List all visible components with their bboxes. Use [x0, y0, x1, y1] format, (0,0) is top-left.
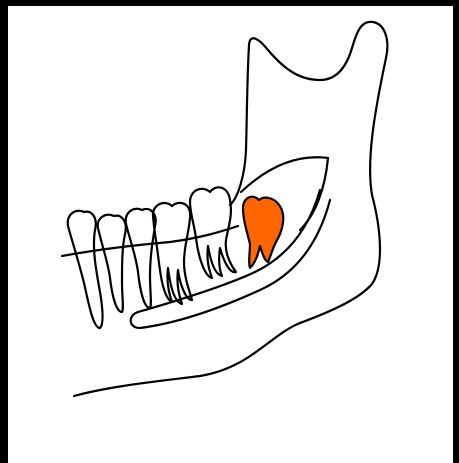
tooth-molar-2 [153, 203, 192, 304]
tooth-premolar-1 [126, 209, 156, 308]
gum-line [62, 226, 238, 256]
